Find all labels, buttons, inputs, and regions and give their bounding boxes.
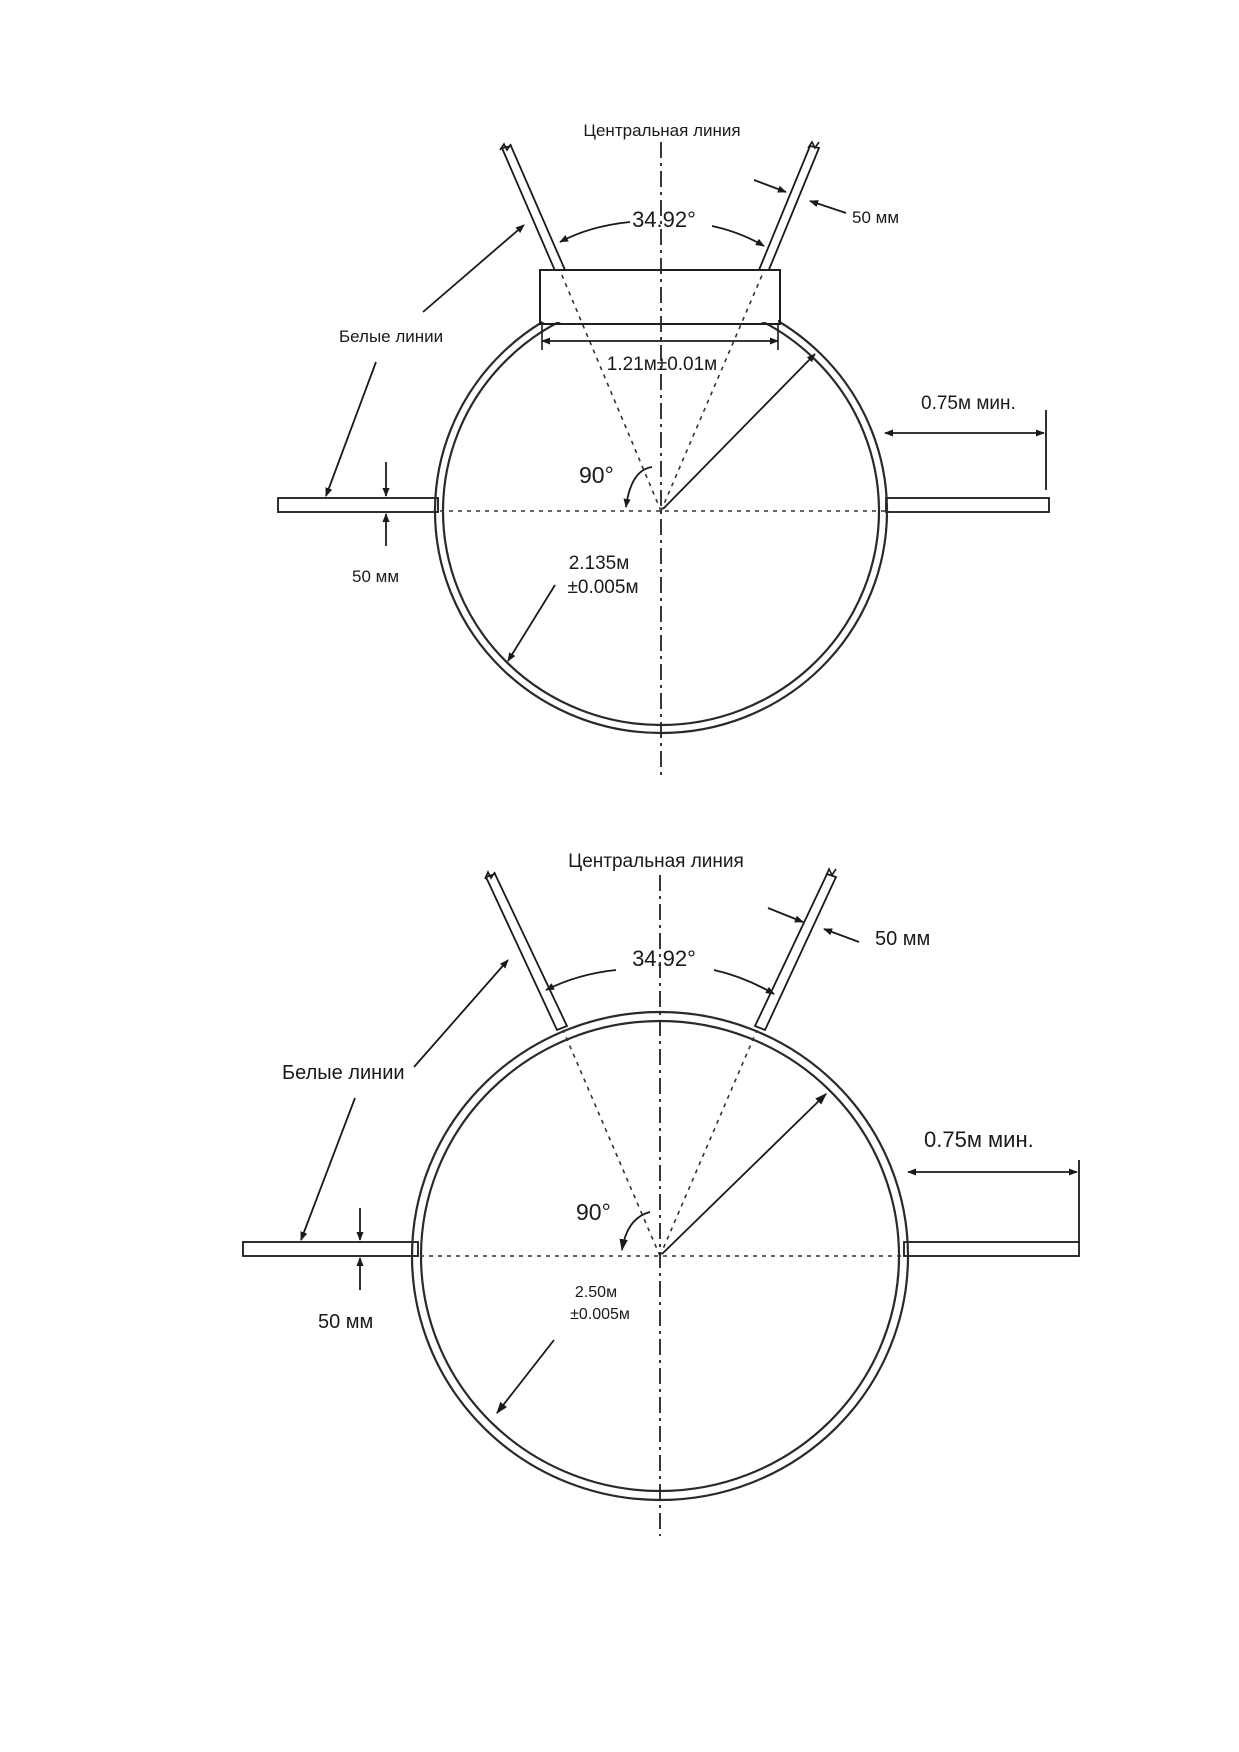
left-white-line — [277, 497, 439, 513]
diameter-arrow-2 — [496, 1339, 555, 1414]
left-sector-line-break — [499, 142, 512, 152]
right-sector-ray — [660, 272, 764, 512]
centerline-label-2: Центральная линия — [568, 851, 744, 872]
left-white-line-2 — [242, 1241, 419, 1257]
diagram-shot-put-circle: Центральная линия 34.92° 50 мм Белые лин… — [277, 121, 1050, 780]
right-angle-arrow — [623, 466, 653, 508]
diameter-label-2-line1: 2.50м — [575, 1284, 617, 1301]
right-angle-label-2: 90° — [576, 1199, 611, 1225]
right-white-line-2 — [903, 1241, 1080, 1257]
centerline-label: Центральная линия — [583, 121, 740, 140]
right-white-line — [885, 497, 1050, 513]
top-width-arrow-b-2 — [823, 928, 860, 943]
diameter-label-line1: 2.135м — [569, 553, 630, 574]
diameter-arrow — [507, 584, 556, 662]
top-line-width-label-2: 50 мм — [875, 928, 930, 950]
white-lines-arrow-upper-2 — [413, 959, 509, 1068]
white-lines-arrow-lower — [325, 361, 377, 497]
sector-angle-label: 34.92° — [632, 207, 696, 232]
top-line-width-label: 50 мм — [852, 208, 899, 227]
diagram-discus-circle: Центральная линия 34.92° 50 мм Белые лин… — [242, 851, 1080, 1536]
left-sector-line-2 — [484, 872, 569, 1032]
sector-angle-arrow-right-2 — [713, 969, 775, 995]
min-clearance-label-2: 0.75м мин. — [924, 1127, 1034, 1152]
board-width-label: 1.21м±0.01м — [607, 354, 718, 375]
white-lines-label-2: Белые линии — [282, 1062, 405, 1084]
side-line-width-label: 50 мм — [352, 567, 399, 586]
right-sector-line-2 — [753, 872, 838, 1032]
right-angle-label: 90° — [579, 462, 614, 488]
left-sector-line — [500, 144, 567, 275]
stop-board-fill — [542, 272, 778, 322]
diameter-label-2-line2: ±0.005м — [570, 1306, 630, 1323]
top-width-arrow-a-2 — [767, 907, 804, 923]
top-width-arrow-b — [809, 200, 847, 214]
left-sector-ray — [560, 272, 662, 512]
right-sector-line — [757, 144, 821, 274]
diameter-label-line2: ±0.005м — [567, 577, 638, 598]
white-lines-arrow-lower-2 — [300, 1097, 356, 1241]
stop-board-outline — [539, 269, 781, 325]
left-sector-line-2-break — [484, 870, 496, 880]
right-sector-ray-2 — [659, 1029, 758, 1257]
radius-arrow — [662, 353, 816, 510]
sector-angle-arrow-right — [711, 225, 765, 247]
right-sector-line-2-break — [825, 867, 837, 877]
white-lines-arrow-upper — [422, 224, 525, 313]
right-sector-line-break — [807, 140, 820, 150]
right-angle-arrow-2 — [619, 1211, 651, 1252]
top-width-arrow-a — [753, 179, 787, 193]
min-clearance-label: 0.75м мин. — [921, 393, 1016, 414]
sector-angle-label-2: 34.92° — [632, 946, 696, 971]
sector-angle-arrow-left-2 — [545, 969, 617, 991]
sector-angle-arrow-left — [559, 221, 631, 243]
radius-arrow-2 — [661, 1093, 827, 1255]
side-line-width-label-2: 50 мм — [318, 1311, 373, 1333]
white-lines-label: Белые линии — [339, 327, 443, 346]
